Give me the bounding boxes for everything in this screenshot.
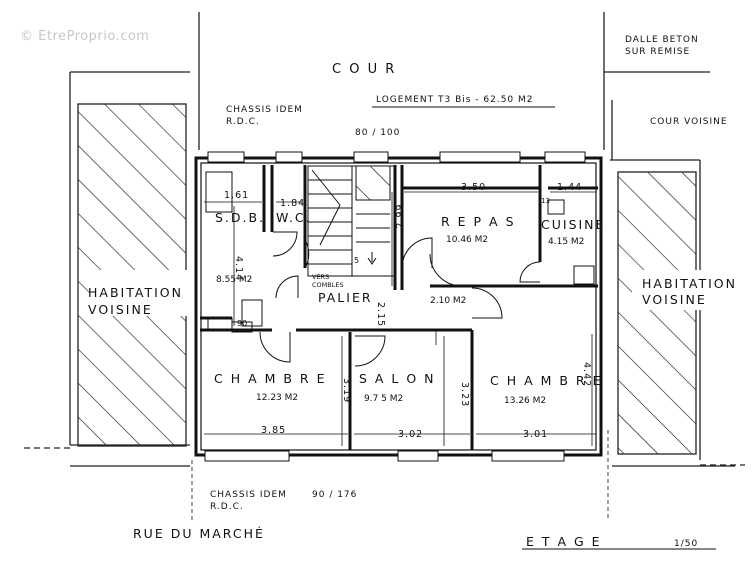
chassis-top-line1: CHASSIS IDEM: [226, 105, 303, 115]
neighbour-building-right: [617, 171, 697, 455]
room-cuisine-area: 4.15 M2: [548, 237, 584, 247]
label-mask-right: [632, 270, 716, 310]
dim-salon-height: 3.23: [459, 382, 470, 407]
room-chambre2-area: 13.26 M2: [504, 396, 546, 406]
fixtures: [205, 171, 595, 333]
chassis-top-line2: R.D.C.: [226, 117, 260, 127]
room-chambre1-area: 12.23 M2: [256, 393, 298, 403]
stair-hatch-box: [355, 165, 391, 201]
window-size-top: 80 / 100: [355, 128, 400, 138]
dim-chambre1-width: 3.85: [261, 425, 286, 436]
street-label: RUE DU MARCHÉ: [133, 526, 265, 541]
room-chambre2-name: C H A M B R E: [490, 373, 602, 388]
courtyard-label: C O U R: [332, 62, 396, 77]
neighbour-left-line1: HABITATION: [88, 285, 183, 300]
room-salon-name: S A L O N: [359, 371, 436, 386]
windows-top: [207, 151, 586, 163]
interior-walls: [200, 165, 598, 450]
dimension-lines: [191, 191, 609, 520]
room-sdb-name: S.D.B.: [215, 210, 265, 225]
dim-wall-note: 90: [237, 319, 247, 328]
scale-label: 1/50: [674, 539, 698, 549]
chassis-bottom-line1: CHASSIS IDEM: [210, 490, 287, 500]
dim-chambre2-width: 3.01: [523, 429, 548, 440]
slab-note-line2: SUR REMISE: [625, 47, 690, 57]
label-mask-left: [90, 270, 190, 316]
room-palier-area: 2.10 M2: [430, 296, 466, 306]
stair-note-line1: VERS: [312, 273, 329, 281]
window-size-bottom: 90 / 176: [312, 490, 357, 500]
dim-repas-height: 2.99: [395, 203, 406, 228]
windows-bottom: [204, 450, 565, 462]
dim-cuisine-width: 1.44: [557, 182, 582, 193]
watermark-text: © EtreProprio.com: [20, 29, 149, 44]
dim-chambre1-height: 3.19: [341, 378, 352, 403]
dwelling-summary: LOGEMENT T3 Bis - 62.50 M2: [376, 95, 534, 105]
neighbour-right-line1: HABITATION: [642, 276, 737, 291]
room-wc-name: W.C.: [276, 210, 312, 225]
stair-note-line2: COMBLES: [312, 281, 344, 289]
room-palier-name: PALIER: [318, 290, 373, 305]
dim-cuisine-tag: 13: [541, 197, 550, 205]
dim-chambre2-height: 4.42: [581, 362, 592, 387]
site-lines: [24, 12, 745, 467]
room-cuisine-name: CUISINE: [541, 217, 605, 232]
dim-repas-width: 3.50: [461, 182, 486, 193]
room-chambre1-name: C H A M B R E: [214, 371, 326, 386]
dim-wc-width: 1.84: [280, 198, 305, 209]
dim-salon-width: 3.02: [398, 429, 423, 440]
room-sdb-area: 8.55 M2: [216, 275, 252, 285]
underlines: [372, 106, 716, 550]
slab-note-line1: DALLE BETON: [625, 35, 699, 45]
neighbour-left-line2: VOISINE: [88, 302, 153, 317]
dim-sdb-height: 4.14: [233, 256, 244, 281]
dim-stair-mark: 5: [354, 256, 359, 265]
dim-stair-width: 2.15: [375, 302, 386, 327]
neighbour-right-line2: VOISINE: [642, 292, 707, 307]
room-salon-area: 9.7 5 M2: [364, 394, 403, 404]
neighbour-courtyard-label: COUR VOISINE: [650, 117, 728, 127]
dim-sdb-width: 1.61: [224, 190, 249, 201]
door-swings: [259, 231, 541, 367]
room-repas-name: R E P A S: [441, 214, 516, 229]
room-repas-area: 10.46 M2: [446, 235, 488, 245]
floor-label: E T A G E: [526, 534, 602, 549]
chassis-bottom-line2: R.D.C.: [210, 502, 244, 512]
